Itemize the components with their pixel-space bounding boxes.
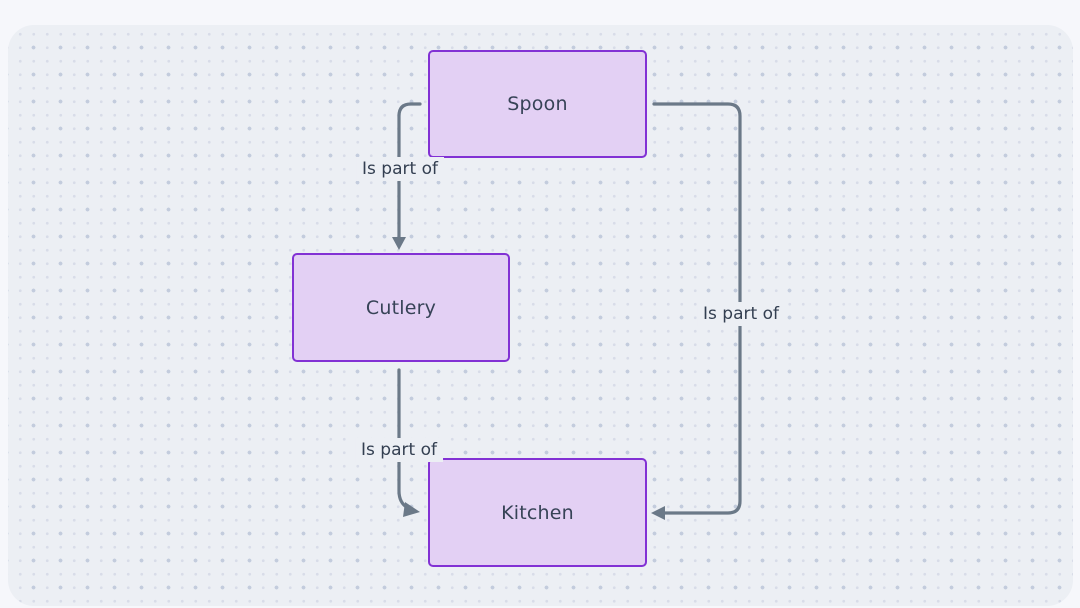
node-cutlery[interactable]: Cutlery [292, 253, 510, 362]
node-spoon[interactable]: Spoon [428, 50, 647, 158]
edge-label-spoon-cutlery: Is part of [356, 157, 444, 181]
node-spoon-label: Spoon [507, 93, 568, 115]
edge-label-cutlery-kitchen: Is part of [355, 438, 443, 462]
node-cutlery-label: Cutlery [365, 296, 437, 319]
node-kitchen[interactable]: Kitchen [428, 458, 647, 567]
edge-label-spoon-kitchen: Is part of [697, 302, 785, 326]
node-kitchen-label: Kitchen [501, 501, 574, 524]
